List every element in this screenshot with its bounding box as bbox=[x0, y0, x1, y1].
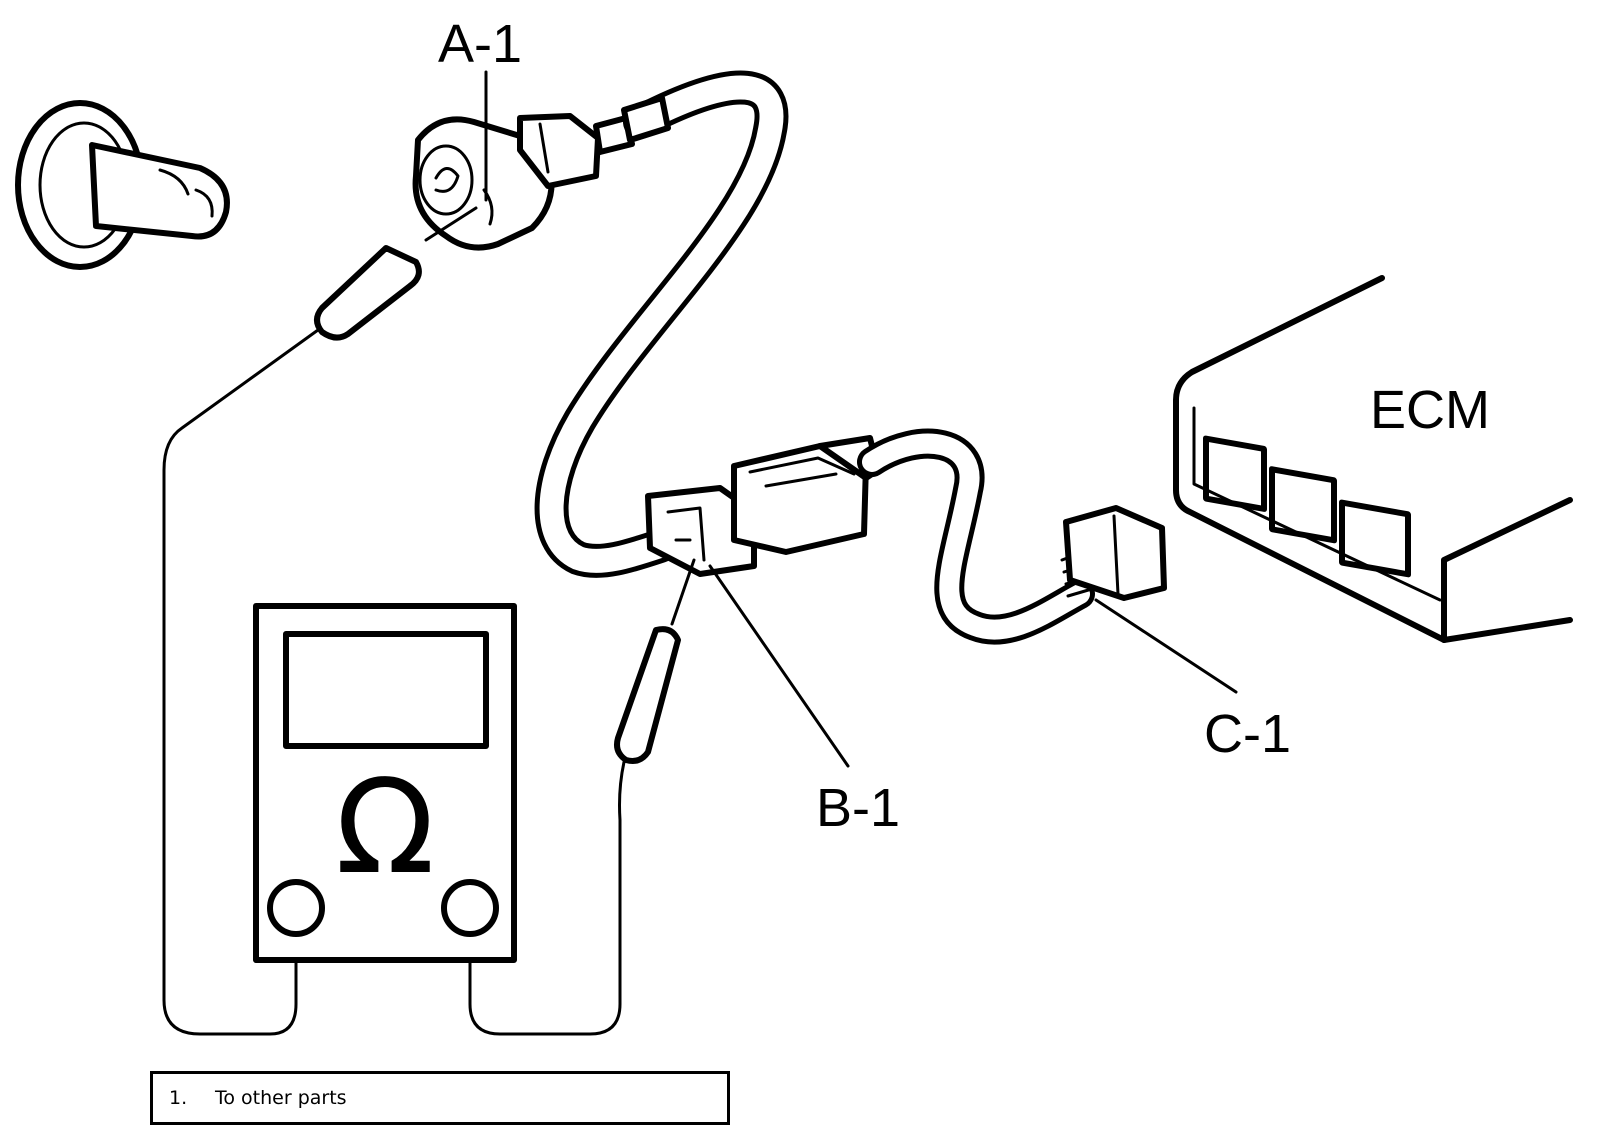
label-b1: B-1 bbox=[816, 778, 900, 838]
label-c1: C-1 bbox=[1204, 704, 1291, 764]
label-a1: A-1 bbox=[438, 14, 522, 74]
label-a1-group: A-1 bbox=[438, 14, 522, 202]
legend-number: 1. bbox=[169, 1087, 188, 1109]
connector-b1 bbox=[645, 435, 881, 577]
label-b1-group: B-1 bbox=[708, 564, 900, 838]
legend-box: 1. To other parts bbox=[150, 1071, 730, 1125]
connector-c1 bbox=[1060, 505, 1167, 601]
label-c1-group: C-1 bbox=[1094, 598, 1291, 764]
harness-b1-c1 bbox=[857, 428, 1095, 645]
ecm-box: ECM bbox=[1173, 275, 1573, 643]
ohm-symbol: Ω bbox=[335, 751, 434, 903]
probe-lead-left bbox=[162, 206, 478, 1036]
meter-right-jack bbox=[441, 879, 499, 937]
probe-lead-right bbox=[468, 558, 696, 1036]
sensor-housing bbox=[15, 100, 230, 270]
ecm-label: ECM bbox=[1370, 380, 1490, 440]
harness-a1-b1 bbox=[534, 70, 789, 578]
legend-text: To other parts bbox=[215, 1087, 347, 1109]
ohmmeter: Ω bbox=[253, 603, 517, 963]
meter-left-jack bbox=[267, 879, 325, 937]
connector-a1 bbox=[412, 113, 635, 251]
